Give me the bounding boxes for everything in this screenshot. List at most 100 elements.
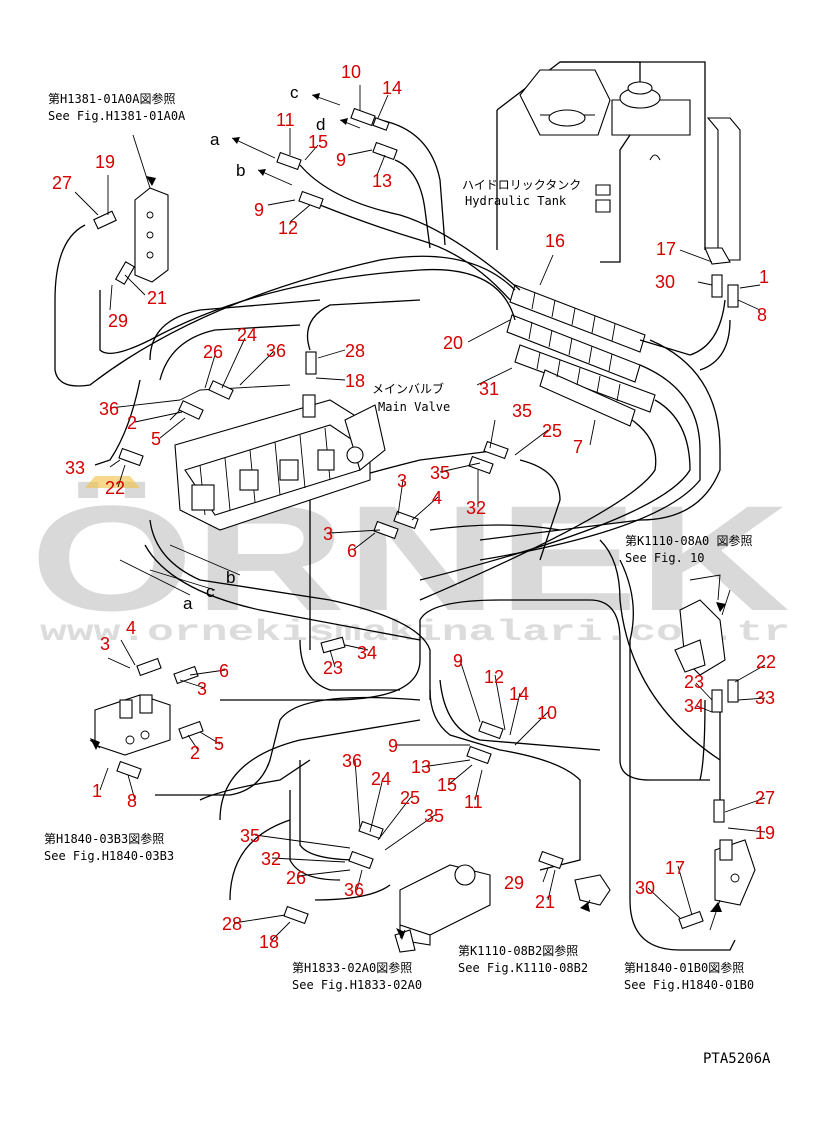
callout-12-b: 12 (484, 667, 504, 687)
callout-18-b: 18 (259, 932, 279, 952)
tank-label-jp: ハイドロリックタンク (462, 178, 581, 192)
callout-3-d: 3 (197, 679, 207, 699)
callout-16: 16 (545, 231, 565, 251)
callout-23-b: 23 (684, 672, 704, 692)
flow-letter-c-top: c (290, 83, 299, 102)
callout-9-d: 9 (388, 736, 398, 756)
callout-35-d: 35 (240, 826, 260, 846)
callout-22-b: 22 (756, 652, 776, 672)
part-callouts: 10 14 11 15 9 13 9 12 19 27 21 29 16 17 … (52, 62, 776, 952)
callout-14-b: 14 (509, 684, 529, 704)
hose-fittings (93, 107, 739, 930)
callout-32-b: 32 (261, 849, 281, 869)
callout-6-b: 6 (219, 661, 229, 681)
callout-28-b: 28 (222, 914, 242, 934)
callout-18-a: 18 (345, 371, 365, 391)
callout-15-a: 15 (308, 132, 328, 152)
callout-25-b: 25 (400, 788, 420, 808)
hose-protector-bundle (506, 284, 656, 427)
callout-24-b: 24 (371, 769, 391, 789)
callout-3-b: 3 (323, 524, 333, 544)
callout-31: 31 (479, 379, 499, 399)
callout-14-a: 14 (382, 78, 402, 98)
ref-h1833-en: See Fig.H1833-02A0 (292, 978, 422, 992)
flow-markers (119, 93, 361, 596)
callout-34-a: 34 (357, 643, 377, 663)
callout-15-b: 15 (437, 775, 457, 795)
callout-4-b: 4 (126, 618, 136, 638)
ref-k1110-top-jp: 第K1110-08A0 図参照 (625, 533, 752, 548)
callout-30-b: 30 (635, 878, 655, 898)
watermark-brand: ÖRNEK (30, 474, 790, 642)
callout-2-b: 2 (190, 743, 200, 763)
callout-27-b: 27 (755, 788, 775, 808)
callout-9-b: 9 (254, 200, 264, 220)
callout-33-a: 33 (65, 458, 85, 478)
flow-letter-a-bottom: a (183, 594, 193, 613)
callout-11-a: 11 (276, 110, 295, 130)
callout-21-b: 21 (535, 892, 555, 912)
drawing-code: PTA5206A (703, 1051, 771, 1067)
callout-36-c: 36 (342, 751, 362, 771)
main-valve (169, 384, 386, 531)
callout-12-a: 12 (278, 218, 298, 238)
watermark-url: www.ornekismakinalari.com.tr (40, 616, 790, 650)
callout-2-a: 2 (127, 413, 137, 433)
callout-20: 20 (443, 333, 463, 353)
callout-35-c: 35 (424, 806, 444, 826)
callout-28-a: 28 (345, 341, 365, 361)
callout-26-a: 26 (203, 342, 223, 362)
callout-24-a: 24 (237, 325, 257, 345)
ref-h1840-03b3-jp: 第H1840-03B3図参照 (44, 831, 164, 846)
callout-19-a: 19 (95, 152, 115, 172)
watermark-accent (85, 476, 140, 488)
callout-10-b: 10 (537, 703, 557, 723)
callout-5-b: 5 (214, 734, 224, 754)
callout-35-a: 35 (512, 401, 532, 421)
callout-22-a: 22 (105, 478, 125, 498)
flow-letter-d-top: d (316, 115, 325, 134)
ref-k1110-top-en: See Fig. 10 (625, 551, 704, 565)
flow-letter-c-bottom: c (206, 582, 215, 601)
callout-34-b: 34 (684, 696, 704, 716)
ref-k1110-bot-en: See Fig.K1110-08B2 (458, 961, 588, 975)
callout-19-b: 19 (755, 823, 775, 843)
callout-36-d: 36 (344, 880, 364, 900)
callout-25-a: 25 (542, 421, 562, 441)
flow-letter-b-bottom: b (226, 568, 235, 587)
callout-3-a: 3 (397, 471, 407, 491)
ref-k1110-bot-jp: 第K1110-08B2図参照 (458, 943, 578, 958)
callout-8-a: 8 (757, 305, 767, 325)
callout-29-b: 29 (504, 873, 524, 893)
valve-label-jp: メインバルブ (372, 381, 444, 396)
callout-26-b: 26 (286, 868, 306, 888)
ref-h1840-01b0-en: See Fig.H1840-01B0 (624, 978, 754, 992)
callout-21-a: 21 (147, 288, 167, 308)
callout-5-a: 5 (151, 429, 161, 449)
callout-29-a: 29 (108, 311, 128, 331)
callout-13-a: 13 (372, 171, 392, 191)
callout-32-a: 32 (466, 498, 486, 518)
callout-1-b: 1 (92, 781, 102, 801)
callout-8-b: 8 (127, 791, 137, 811)
callout-23-a: 23 (323, 658, 343, 678)
flow-letter-b-top: b (236, 161, 245, 180)
callout-3-c: 3 (100, 634, 110, 654)
callout-11-b: 11 (464, 792, 483, 812)
ref-h1381-jp: 第H1381-01A0A図参照 (48, 91, 175, 106)
callout-9-c: 9 (453, 651, 463, 671)
ref-h1840-03b3-en: See Fig.H1840-03B3 (44, 849, 174, 863)
callout-7: 7 (573, 437, 583, 457)
callout-27-a: 27 (52, 173, 72, 193)
callout-35-b: 35 (430, 463, 450, 483)
callout-33-b: 33 (755, 688, 775, 708)
callout-9-a: 9 (336, 150, 346, 170)
callout-4-a: 4 (432, 488, 442, 508)
callout-6-a: 6 (347, 541, 357, 561)
watermark: ÖRNEK www.ornekismakinalari.com.tr (30, 474, 790, 650)
ref-h1840-01b0-jp: 第H1840-01B0図参照 (624, 960, 744, 975)
callout-17-b: 17 (665, 858, 685, 878)
callout-13-b: 13 (411, 757, 431, 777)
callout-30-a: 30 (655, 272, 675, 292)
